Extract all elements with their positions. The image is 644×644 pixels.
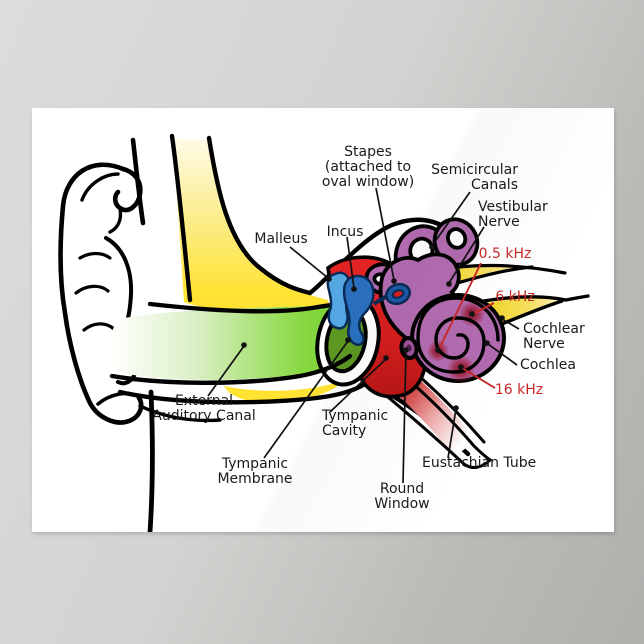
incus-shape (342, 274, 375, 346)
pinna-outline (58, 137, 222, 532)
bone-crescent-below-canal (224, 380, 344, 403)
temporal-bone-wedge (172, 138, 330, 312)
label-tympanic-cavity: Tympanic Cavity (322, 408, 389, 439)
leader-tympanic-membrane (263, 340, 349, 459)
ear-diagram-art (58, 133, 590, 532)
leader-incus (346, 236, 355, 289)
leader-semicircular (431, 191, 471, 247)
leader-lines-black (207, 187, 520, 484)
label-cochlea: Cochlea (520, 357, 576, 373)
leader-external-canal (207, 345, 245, 397)
leader-stapes (375, 187, 395, 281)
stapes-shape (385, 282, 411, 306)
leader-vestibular (448, 226, 485, 284)
leader-eustachian (447, 408, 457, 459)
leader-05khz (437, 262, 482, 352)
label-16-khz: 16 kHz (494, 382, 544, 398)
leader-tympanic-cavity (329, 358, 387, 413)
label-external-auditory-canal: External Auditory Canal (152, 393, 256, 424)
leader-lines-red (435, 262, 496, 389)
label-incus: Incus (326, 224, 364, 240)
label-05-khz: 0.5 kHz (478, 246, 532, 262)
auditory-canal-shape (110, 305, 353, 380)
round-window-shape (399, 336, 419, 360)
ossicles (326, 271, 411, 346)
leader-round-window (402, 350, 407, 484)
cochlea-spiral (416, 296, 500, 374)
label-cochlear-nerve: Cochlear Nerve (523, 321, 585, 352)
leader-cochlea (487, 343, 518, 366)
leader-cochlear-nerve (501, 318, 520, 330)
label-semicircular-canals: Semicircular Canals (431, 162, 518, 193)
label-stapes: Stapes (attached to oval window) (321, 144, 415, 190)
label-round-window: Round Window (374, 481, 430, 512)
label-eustachian-tube: Eustachian Tube (422, 455, 537, 471)
ear-anatomy-poster: Stapes (attached to oval window) Semicir… (32, 108, 614, 532)
label-vestibular-nerve: Vestibular Nerve (478, 199, 548, 230)
leader-16khz (461, 367, 496, 389)
leader-6khz (472, 302, 495, 315)
label-6-khz: 6 kHz (495, 289, 535, 305)
label-tympanic-membrane: Tympanic Membrane (217, 456, 293, 487)
label-malleus: Malleus (254, 231, 308, 247)
leader-malleus (289, 246, 329, 279)
